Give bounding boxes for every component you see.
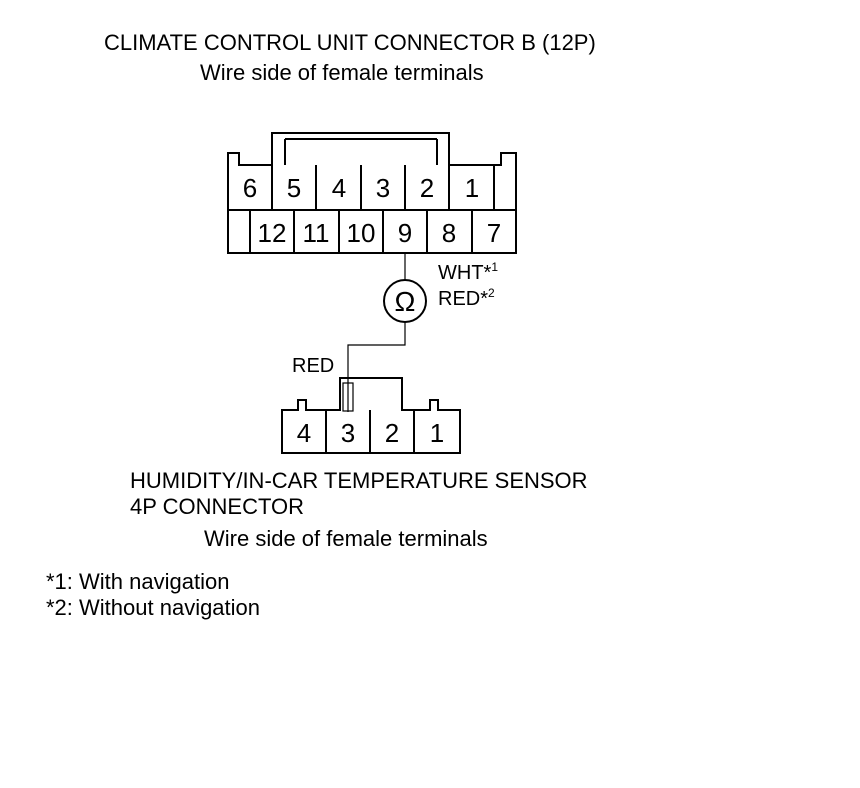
ohm-symbol: Ω bbox=[395, 286, 416, 317]
footnote-1: *1: With navigation bbox=[46, 569, 230, 594]
ohmmeter-icon bbox=[383, 279, 427, 323]
bottom-connector-title-line2: 4P CONNECTOR bbox=[130, 494, 305, 519]
wire-label-wht: WHT*1 bbox=[438, 260, 498, 284]
wire-label-red-2: RED*2 bbox=[438, 286, 495, 310]
pin-label: 7 bbox=[487, 218, 501, 248]
pin-label: 12 bbox=[258, 218, 287, 248]
pin-label: 10 bbox=[347, 218, 376, 248]
pin-label: 6 bbox=[243, 173, 257, 203]
probe-contact bbox=[342, 382, 354, 412]
pin-label: 4 bbox=[297, 418, 311, 448]
top-connector-subtitle: Wire side of female terminals bbox=[200, 60, 484, 85]
pin-label: 8 bbox=[442, 218, 456, 248]
bottom-connector-title-line1: HUMIDITY/IN-CAR TEMPERATURE SENSOR bbox=[130, 468, 588, 493]
bottom-connector-body bbox=[281, 377, 461, 454]
pin-label: 5 bbox=[287, 173, 301, 203]
wire-label-red: RED bbox=[292, 355, 334, 377]
pin-label: 11 bbox=[303, 218, 330, 248]
pin-label: 9 bbox=[398, 218, 412, 248]
footnote-2: *2: Without navigation bbox=[46, 595, 261, 620]
pin-label: 3 bbox=[376, 173, 390, 203]
bottom-connector-subtitle: Wire side of female terminals bbox=[204, 526, 488, 551]
pin-label: 2 bbox=[420, 173, 434, 203]
pin-label: 3 bbox=[341, 418, 355, 448]
pin-label: 1 bbox=[465, 173, 479, 203]
top-connector-title: CLIMATE CONTROL UNIT CONNECTOR B (12P) bbox=[104, 30, 596, 55]
probe-wire-bottom bbox=[347, 322, 406, 412]
pin-label: 4 bbox=[332, 173, 346, 203]
pin-label: 1 bbox=[430, 418, 444, 448]
top-connector-body bbox=[227, 132, 517, 254]
pin-label: 2 bbox=[385, 418, 399, 448]
